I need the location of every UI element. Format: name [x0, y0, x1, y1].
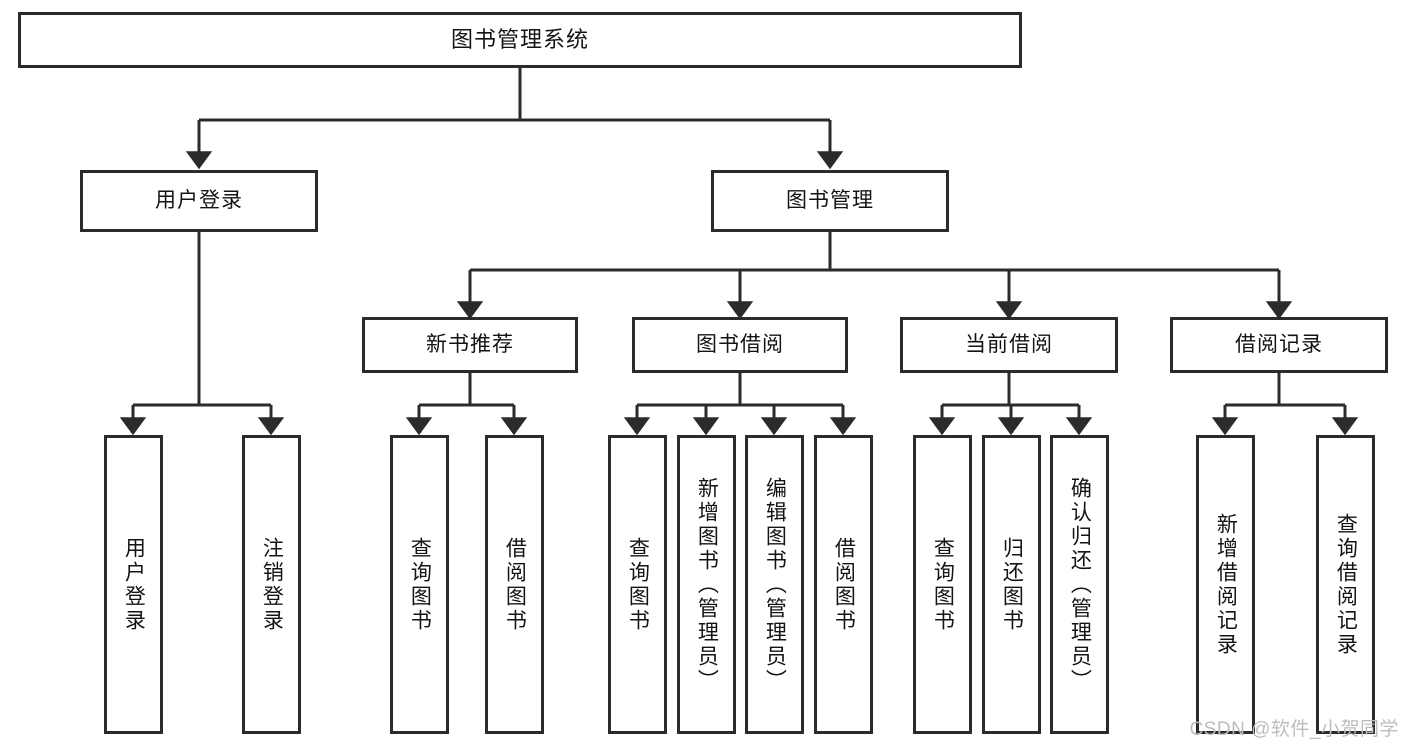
leaf-edit-book[interactable]: 编辑图书（管理员） — [745, 435, 804, 734]
node-book-borrow-label: 图书借阅 — [696, 332, 784, 356]
node-user-login[interactable]: 用户登录 — [80, 170, 318, 232]
leaf-query-record-label: 查询借阅记录 — [1334, 512, 1358, 657]
node-book-borrow[interactable]: 图书借阅 — [632, 317, 848, 373]
leaf-logout-login-label: 注销登录 — [260, 536, 284, 633]
leaf-add-book[interactable]: 新增图书（管理员） — [677, 435, 736, 734]
leaf-add-book-label: 新增图书（管理员） — [695, 476, 719, 693]
leaf-edit-book-label: 编辑图书（管理员） — [763, 476, 787, 693]
leaf-return-book[interactable]: 归还图书 — [982, 435, 1041, 734]
leaf-borrow-book-1[interactable]: 借阅图书 — [485, 435, 544, 734]
node-new-book-recommend-label: 新书推荐 — [426, 332, 514, 356]
leaf-query-book-2-label: 查询图书 — [626, 536, 650, 633]
node-current-borrow[interactable]: 当前借阅 — [900, 317, 1118, 373]
leaf-user-login-label: 用户登录 — [122, 536, 146, 633]
leaf-user-login[interactable]: 用户登录 — [104, 435, 163, 734]
node-new-book-recommend[interactable]: 新书推荐 — [362, 317, 578, 373]
leaf-confirm-return[interactable]: 确认归还（管理员） — [1050, 435, 1109, 734]
node-root-label: 图书管理系统 — [450, 27, 589, 53]
csdn-watermark: CSDN @软件_小贺同学 — [1189, 719, 1399, 740]
node-book-manage-label: 图书管理 — [786, 188, 874, 212]
leaf-query-book-1[interactable]: 查询图书 — [390, 435, 449, 734]
leaf-logout-login[interactable]: 注销登录 — [242, 435, 301, 734]
node-borrow-record[interactable]: 借阅记录 — [1170, 317, 1388, 373]
leaf-query-record[interactable]: 查询借阅记录 — [1316, 435, 1375, 734]
leaf-return-book-label: 归还图书 — [1000, 536, 1024, 633]
leaf-confirm-return-label: 确认归还（管理员） — [1068, 476, 1092, 693]
node-user-login-label: 用户登录 — [155, 188, 243, 212]
leaf-borrow-book-2[interactable]: 借阅图书 — [814, 435, 873, 734]
node-root[interactable]: 图书管理系统 — [18, 12, 1022, 68]
node-borrow-record-label: 借阅记录 — [1235, 332, 1323, 356]
leaf-add-record[interactable]: 新增借阅记录 — [1196, 435, 1255, 734]
node-book-manage[interactable]: 图书管理 — [711, 170, 949, 232]
node-current-borrow-label: 当前借阅 — [965, 332, 1053, 356]
leaf-query-book-2[interactable]: 查询图书 — [608, 435, 667, 734]
leaf-add-record-label: 新增借阅记录 — [1214, 512, 1238, 657]
leaf-borrow-book-2-label: 借阅图书 — [832, 536, 856, 633]
leaf-borrow-book-1-label: 借阅图书 — [503, 536, 527, 633]
leaf-query-book-1-label: 查询图书 — [408, 536, 432, 633]
leaf-query-book-3[interactable]: 查询图书 — [913, 435, 972, 734]
leaf-query-book-3-label: 查询图书 — [931, 536, 955, 633]
